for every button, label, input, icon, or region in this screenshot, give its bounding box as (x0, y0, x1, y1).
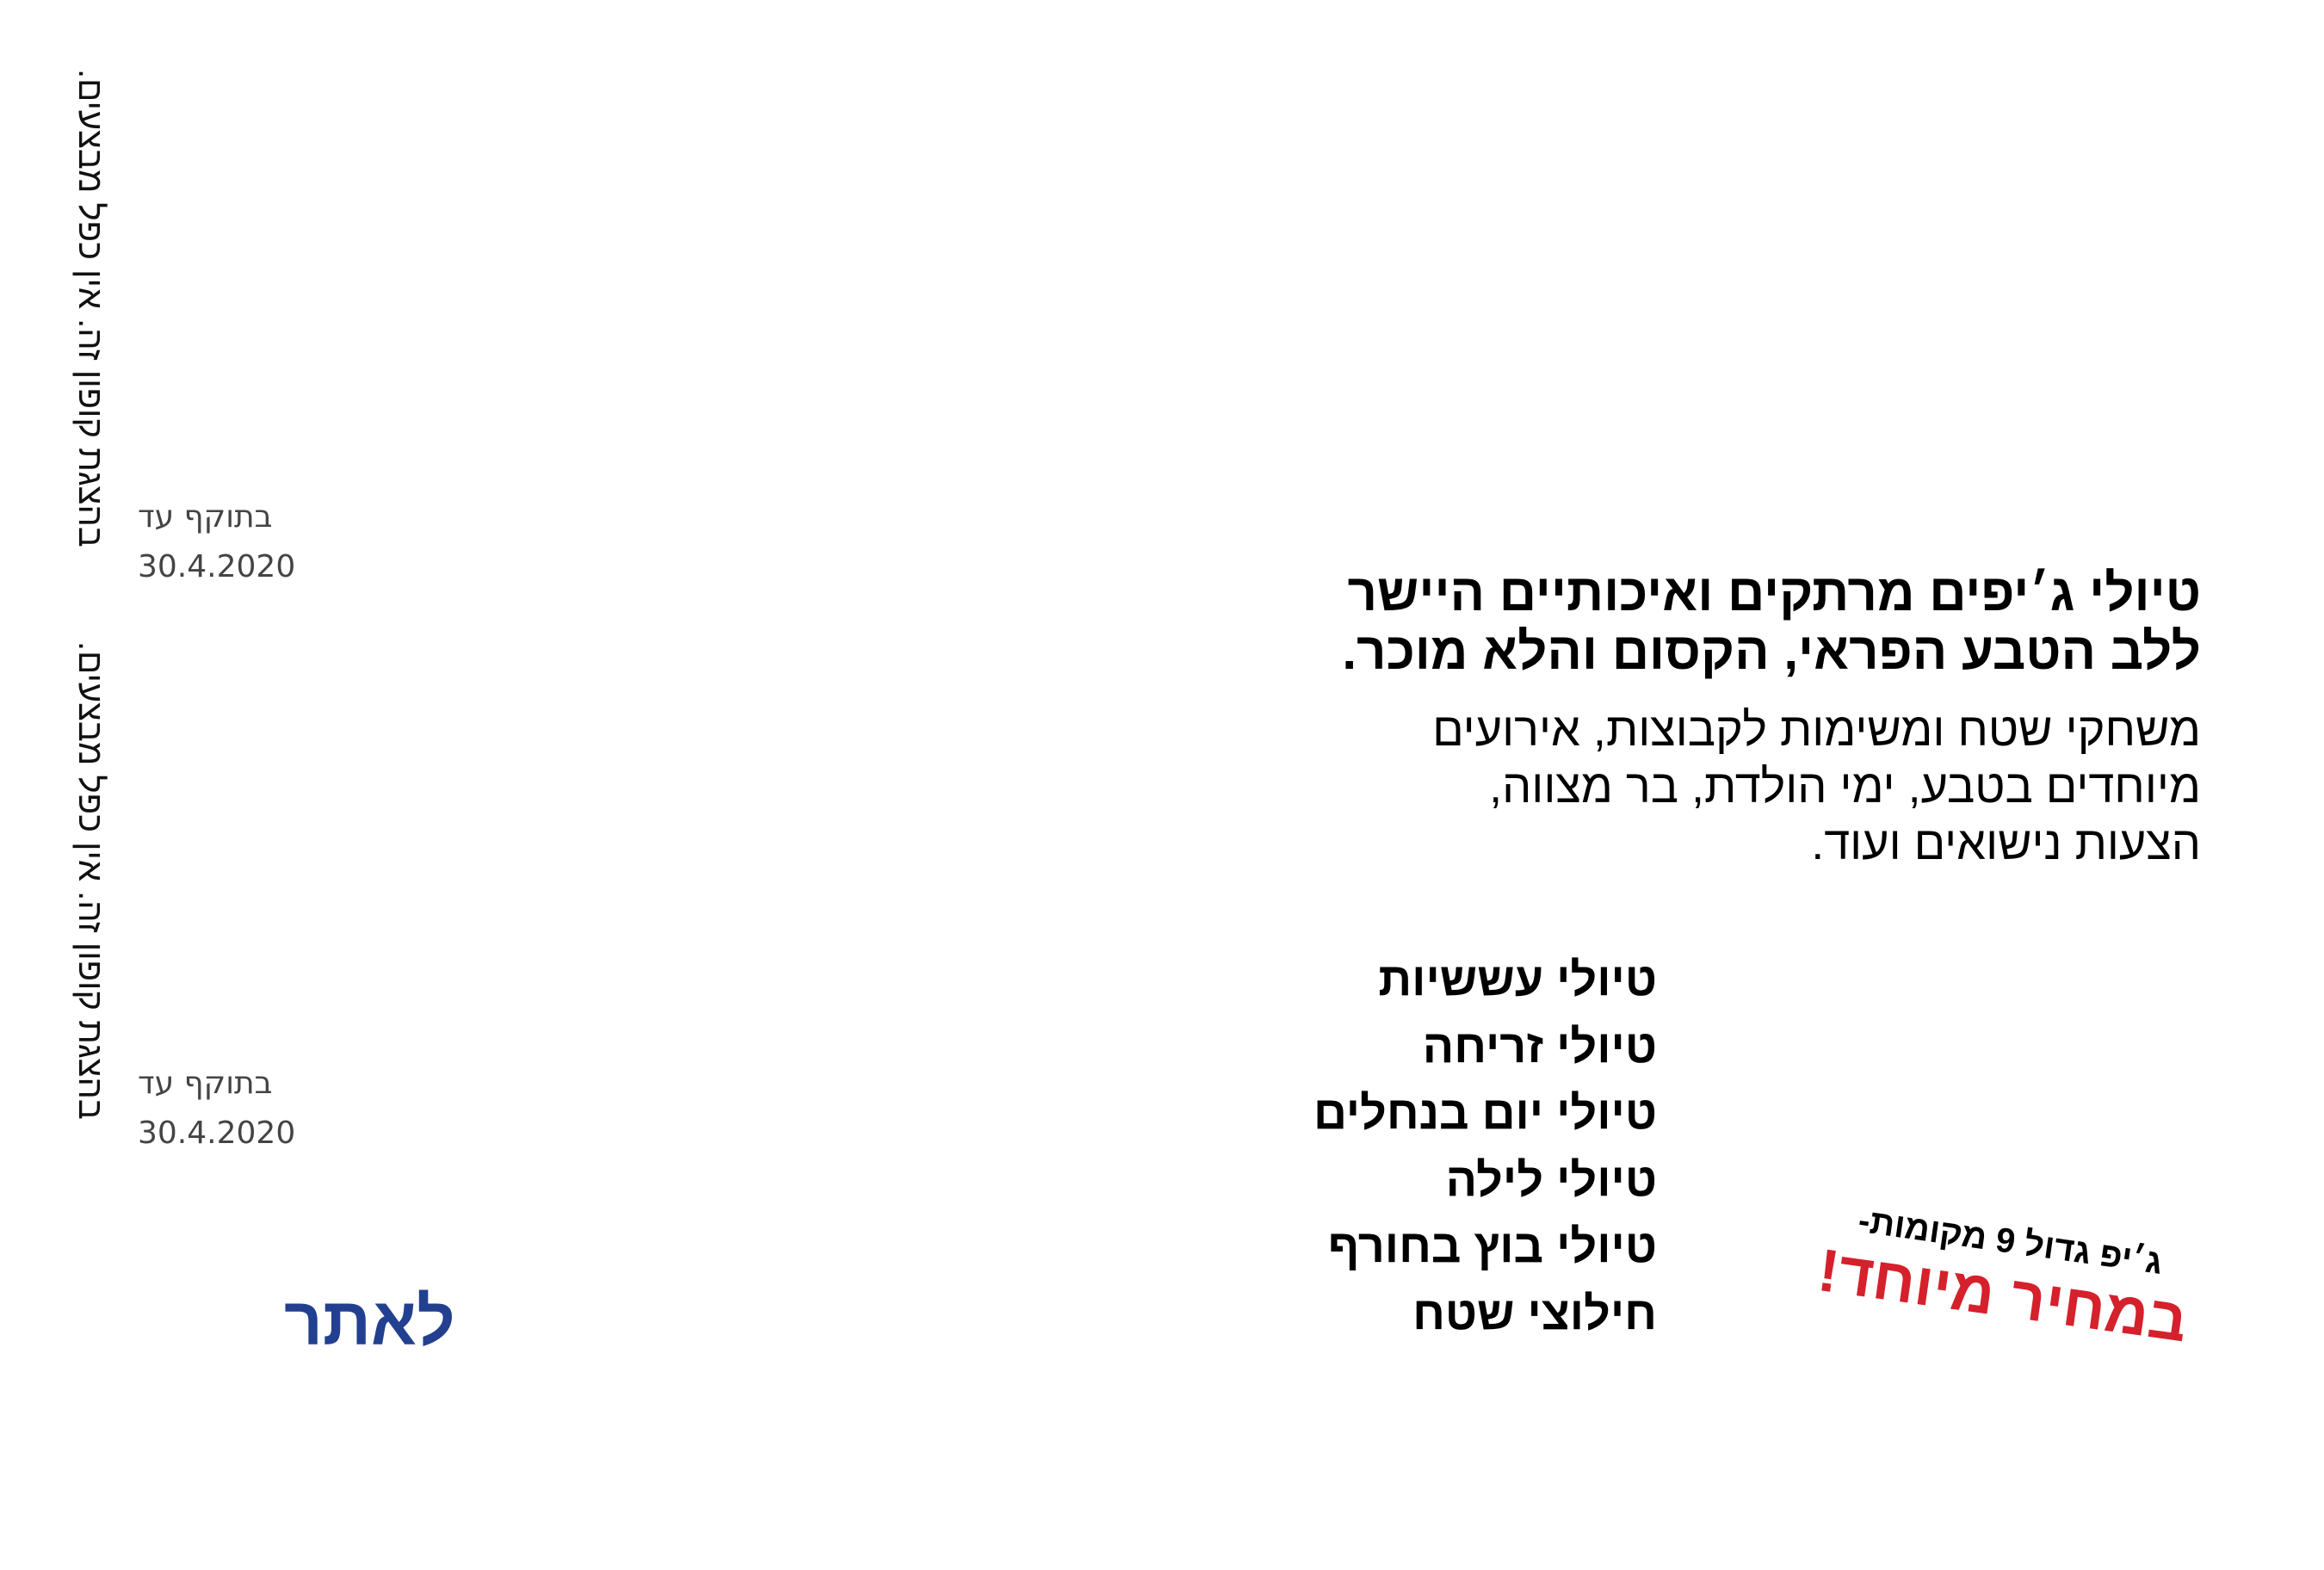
list-item: חילוצי שטח (1412, 1287, 1657, 1339)
validity-block-2: בתוקף עד 30.4.2020 (138, 1059, 295, 1159)
headline-line: ללב הטבע הפראי, הקסום והלא מוכר. (1342, 622, 2201, 680)
tours-list: טיולי עששיות טיולי זריחה טיולי יום בנחלי… (1313, 947, 1657, 1347)
valid-label: בתוקף עד (138, 499, 273, 535)
website-link[interactable]: לאתר (284, 1283, 455, 1359)
list-item: טיולי בוץ בחורף (1327, 1221, 1657, 1272)
description-line: משחקי שטח ומשימות לקבוצות, אירועים (1432, 704, 2201, 756)
description-line: מיוחדים בטבע, ימי הולדת, בר מצווה, (1489, 761, 2201, 813)
description: משחקי שטח ומשימות לקבוצות, אירועים מיוחד… (1432, 702, 2201, 872)
headline-line: טיולי ג׳יפים מרתקים ואיכותיים היישר (1347, 564, 2201, 621)
valid-date: 30.4.2020 (138, 549, 296, 584)
description-line: הצעות נישואים ועוד. (1811, 818, 2201, 869)
validity-block-1: בתוקף עד 30.4.2020 (138, 492, 295, 592)
valid-date: 30.4.2020 (138, 1116, 296, 1151)
list-item: טיולי עששיות (1378, 954, 1657, 1005)
promo-badge: ג׳יפ גדול 9 מקומות- במחיר מיוחד! (1810, 1196, 2200, 1356)
valid-label: בתוקף עד (138, 1066, 273, 1101)
list-item: טיולי לילה (1445, 1153, 1657, 1206)
list-item: טיולי יום בנחלים (1313, 1087, 1657, 1139)
coupon-disclaimer-2: בהצגת קופון זה. אין כפל מבצעים. (71, 641, 109, 1120)
coupon-disclaimer-1: בהצגת קופון זה. אין כפל מבצעים. (71, 69, 109, 547)
headline: טיולי ג׳יפים מרתקים ואיכותיים היישר ללב … (1342, 564, 2201, 681)
list-item: טיולי זריחה (1422, 1020, 1657, 1072)
